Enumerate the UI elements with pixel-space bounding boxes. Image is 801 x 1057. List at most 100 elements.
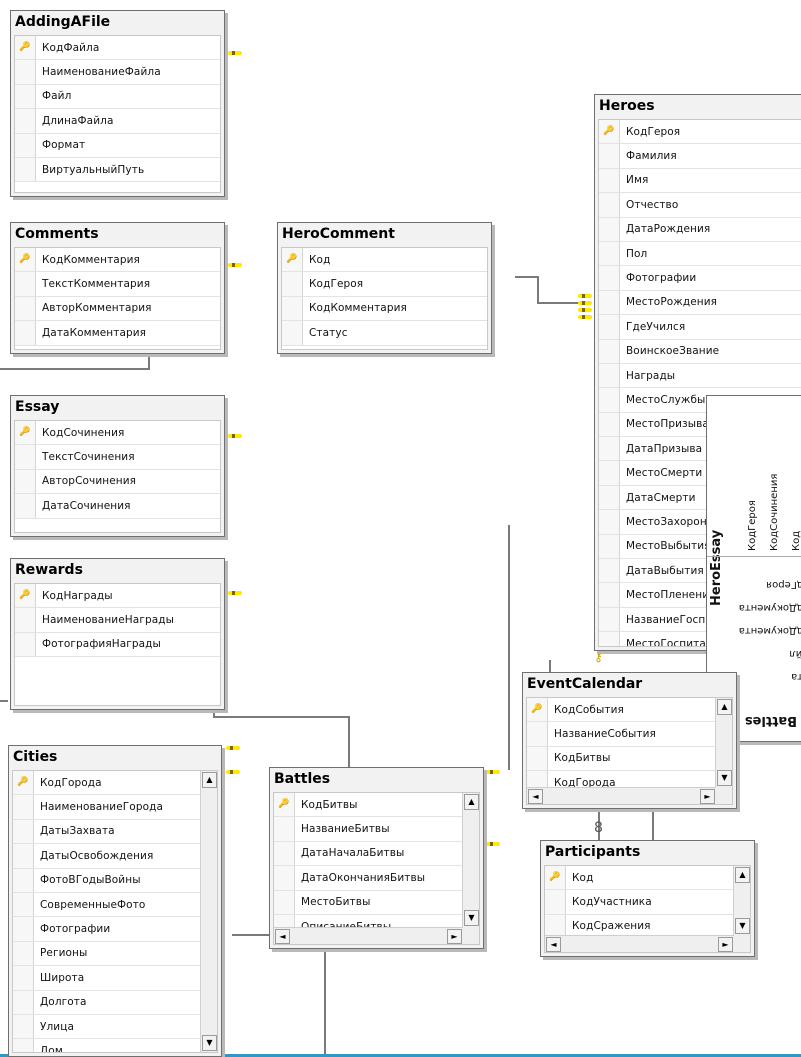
- row-selector[interactable]: [15, 321, 36, 345]
- field-row[interactable]: Формат: [15, 133, 220, 158]
- row-selector[interactable]: [15, 445, 36, 469]
- field-row[interactable]: ДатаКомментария: [15, 321, 220, 346]
- row-selector[interactable]: 🔑: [15, 584, 36, 608]
- row-selector[interactable]: 🔑: [599, 120, 620, 144]
- row-selector[interactable]: [545, 914, 566, 939]
- row-selector[interactable]: [15, 157, 36, 182]
- field-row[interactable]: Улица: [13, 1014, 217, 1040]
- field-row[interactable]: ДатаРождения: [599, 217, 801, 242]
- row-selector[interactable]: [15, 469, 36, 494]
- row-selector[interactable]: [599, 290, 620, 315]
- row-selector[interactable]: [274, 890, 295, 914]
- field-row[interactable]: КодКомментария: [282, 296, 487, 322]
- row-selector[interactable]: [13, 795, 34, 819]
- row-selector[interactable]: [599, 510, 620, 534]
- field-row[interactable]: ТекстКомментария: [15, 272, 220, 297]
- field-row[interactable]: КодУчастника: [545, 890, 750, 915]
- row-selector[interactable]: [13, 892, 34, 917]
- row-selector[interactable]: [15, 84, 36, 109]
- row-selector[interactable]: [13, 868, 34, 892]
- row-selector[interactable]: 🔑: [527, 698, 548, 722]
- row-selector[interactable]: [527, 746, 548, 771]
- field-row[interactable]: МестоСлужбы: [599, 388, 801, 413]
- scroll-down-arrow[interactable]: ▼: [464, 910, 479, 926]
- field-row[interactable]: Фотографии: [13, 917, 217, 942]
- row-selector[interactable]: [274, 866, 295, 890]
- field-row[interactable]: АвторСочинения: [15, 469, 220, 495]
- row-selector[interactable]: [545, 890, 566, 914]
- field-row[interactable]: 🔑КодГероя: [599, 120, 801, 145]
- row-selector[interactable]: [13, 844, 34, 868]
- field-row[interactable]: МестоСмерти: [599, 461, 801, 486]
- row-selector[interactable]: [13, 941, 34, 966]
- field-row[interactable]: Имя: [599, 168, 801, 194]
- row-selector[interactable]: [599, 168, 620, 193]
- scroll-left-arrow[interactable]: ◄: [546, 937, 561, 952]
- field-row[interactable]: ДатаСочинения: [15, 494, 220, 519]
- field-row[interactable]: 🔑КодСобытия: [527, 698, 732, 723]
- field-row[interactable]: 🔑КодБитвы: [274, 793, 479, 818]
- row-selector[interactable]: [13, 917, 34, 941]
- scroll-up-arrow[interactable]: ▲: [735, 867, 750, 883]
- row-selector[interactable]: [282, 321, 303, 345]
- field-row[interactable]: ДатыЗахвата: [13, 819, 217, 845]
- row-selector[interactable]: [15, 494, 36, 518]
- field-row[interactable]: НаименованиеГорода: [13, 795, 217, 820]
- scroll-right-arrow[interactable]: ►: [447, 929, 462, 944]
- scroll-right-arrow[interactable]: ►: [700, 789, 715, 804]
- field-row[interactable]: Фотографии: [599, 266, 801, 291]
- scroll-up-arrow[interactable]: ▲: [202, 772, 217, 788]
- scroll-left-arrow[interactable]: ◄: [275, 929, 290, 944]
- table-heroessay[interactable]: HeroEssayКодГерояКодСочиненияКодКодГероя…: [706, 395, 801, 742]
- row-selector[interactable]: [599, 193, 620, 217]
- field-row[interactable]: МестоБитвы: [274, 890, 479, 915]
- scroll-up-arrow[interactable]: ▲: [464, 794, 479, 810]
- scroll-up-arrow[interactable]: ▲: [717, 699, 732, 715]
- field-row[interactable]: 🔑КодСочинения: [15, 421, 220, 446]
- field-row[interactable]: ВоинскоеЗвание: [599, 339, 801, 364]
- field-row[interactable]: ДатаОкончанияБитвы: [274, 866, 479, 891]
- field-row[interactable]: СовременныеФото: [13, 892, 217, 918]
- field-row[interactable]: Отчество: [599, 193, 801, 218]
- row-selector[interactable]: [599, 388, 620, 412]
- field-row[interactable]: Награды: [599, 363, 801, 389]
- vertical-scrollbar[interactable]: ▲▼: [462, 793, 479, 944]
- row-selector[interactable]: 🔑: [15, 36, 36, 60]
- row-selector[interactable]: [599, 534, 620, 559]
- row-selector[interactable]: [282, 296, 303, 321]
- vertical-scrollbar[interactable]: ▲▼: [200, 771, 217, 1052]
- field-row[interactable]: НаименованиеФайла: [15, 60, 220, 85]
- horizontal-scrollbar[interactable]: ◄►: [545, 935, 734, 952]
- row-selector[interactable]: [13, 819, 34, 844]
- row-selector[interactable]: [15, 272, 36, 296]
- row-selector[interactable]: [282, 272, 303, 296]
- row-selector[interactable]: [13, 966, 34, 990]
- row-selector[interactable]: [599, 241, 620, 266]
- field-row[interactable]: МестоВыбытия: [599, 534, 801, 560]
- field-row[interactable]: Фамилия: [599, 144, 801, 169]
- row-selector[interactable]: [599, 461, 620, 485]
- field-row[interactable]: ДатаНачалаБитвы: [274, 841, 479, 867]
- field-row[interactable]: ДатаСмерти: [599, 485, 801, 511]
- row-selector[interactable]: 🔑: [274, 793, 295, 817]
- vertical-scrollbar[interactable]: ▲▼: [733, 866, 750, 952]
- row-selector[interactable]: [13, 1014, 34, 1039]
- field-row[interactable]: МестоПризыва: [599, 412, 801, 438]
- field-row[interactable]: Долгота: [13, 990, 217, 1015]
- row-selector[interactable]: [599, 632, 620, 646]
- scroll-down-arrow[interactable]: ▼: [202, 1035, 217, 1051]
- field-row[interactable]: ДатаВыбытия: [599, 559, 801, 584]
- row-selector[interactable]: [15, 109, 36, 133]
- field-row[interactable]: 🔑Код: [282, 248, 487, 273]
- row-selector[interactable]: [599, 339, 620, 363]
- row-selector[interactable]: [599, 217, 620, 241]
- field-row[interactable]: ДатаПризыва: [599, 437, 801, 462]
- vertical-scrollbar[interactable]: ▲▼: [715, 698, 732, 804]
